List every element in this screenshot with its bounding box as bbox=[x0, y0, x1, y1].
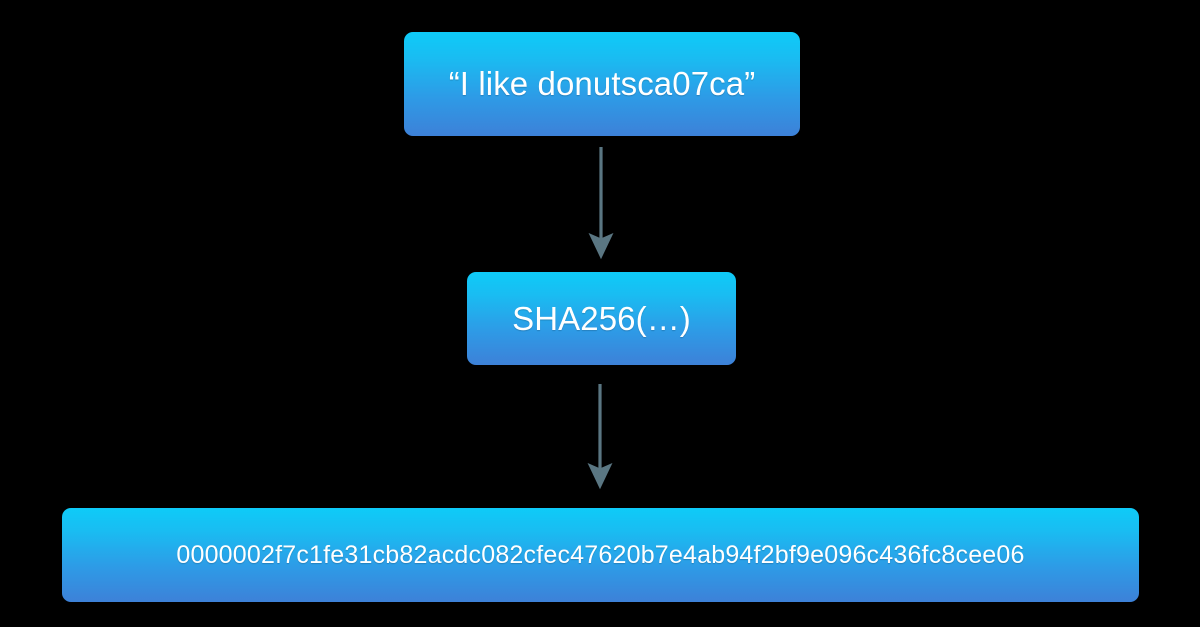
node-input-message[interactable]: “I like donutsca07ca” bbox=[404, 32, 800, 136]
node-hash-function[interactable]: SHA256(…) bbox=[467, 272, 736, 365]
node-hash-function-label: SHA256(…) bbox=[512, 299, 691, 337]
node-hash-digest[interactable]: 0000002f7c1fe31cb82acdc082cfec47620b7e4a… bbox=[62, 508, 1139, 602]
node-hash-digest-label: 0000002f7c1fe31cb82acdc082cfec47620b7e4a… bbox=[176, 541, 1025, 569]
node-input-message-label: “I like donutsca07ca” bbox=[448, 65, 756, 102]
